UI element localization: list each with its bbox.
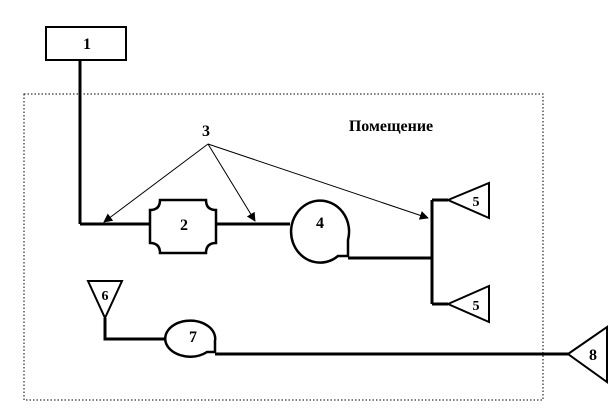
room-boundary <box>23 93 544 401</box>
component-8-label: 8 <box>589 347 597 364</box>
exhaust-duct-6-to-7 <box>103 318 168 341</box>
component-4-label: 4 <box>316 215 324 232</box>
component-6-label: 6 <box>102 289 109 304</box>
component-7-fan <box>163 319 217 358</box>
component-4-fan <box>289 199 351 264</box>
component-5-bottom-label: 5 <box>473 299 480 314</box>
component-1-label: 1 <box>83 36 91 53</box>
component-5-top-label: 5 <box>473 195 480 210</box>
arrow-3-to-distributor <box>207 143 429 220</box>
room-label: Помещение <box>349 118 433 135</box>
component-1-box <box>45 26 127 61</box>
component-8-outlet <box>566 325 608 384</box>
component-7-label: 7 <box>189 329 197 346</box>
arrow-3-to-left-duct <box>103 143 209 223</box>
component-2-shape <box>148 198 218 255</box>
component-5-top-diffuser <box>445 181 490 220</box>
component-5-bottom-diffuser <box>445 284 490 324</box>
component-2-label: 2 <box>180 217 188 234</box>
arrow-3-to-middle-duct <box>207 143 256 222</box>
component-3-label: 3 <box>202 123 210 140</box>
component-6-grille <box>86 280 124 321</box>
